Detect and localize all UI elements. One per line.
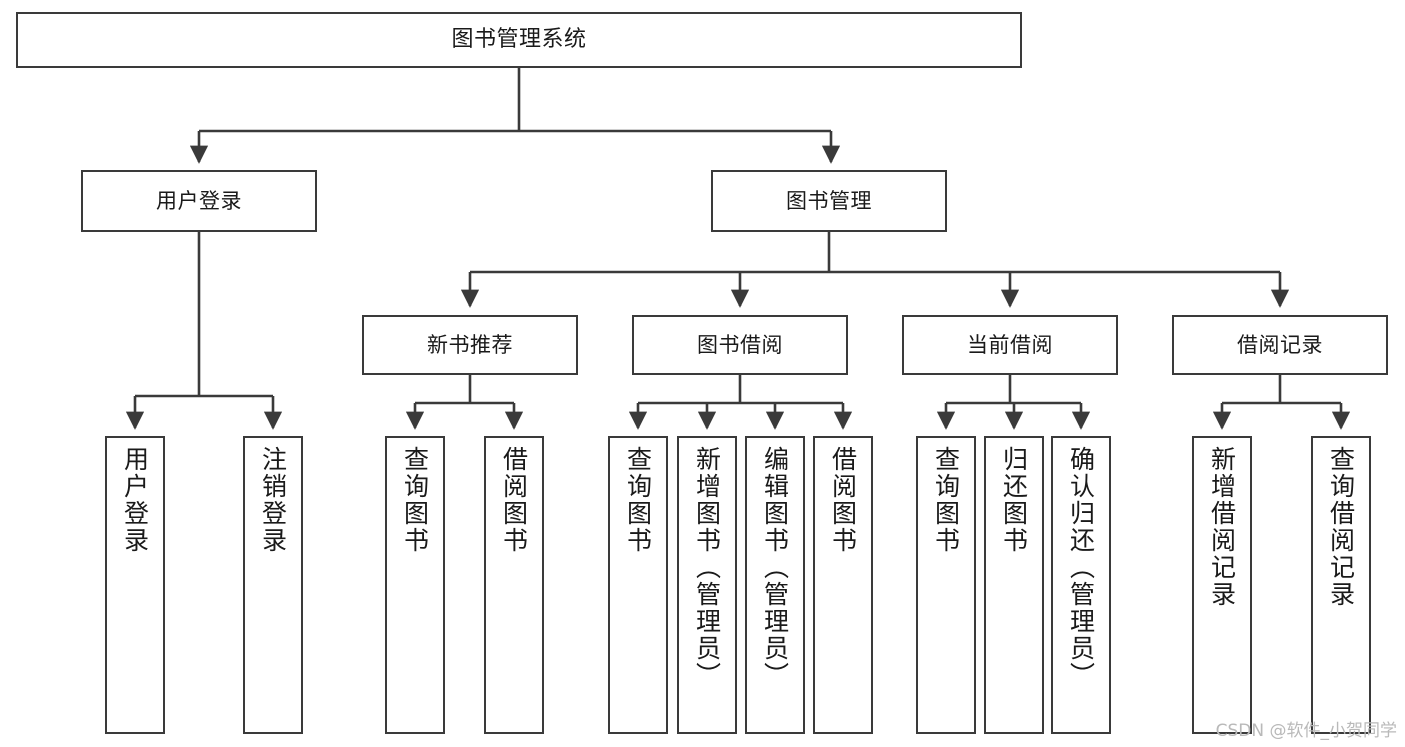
node-label: 编辑图书（管理员）	[760, 446, 790, 689]
node-label: 查询图书	[931, 446, 961, 554]
node-label: 查询图书	[400, 446, 430, 554]
node-label: 确认归还（管理员）	[1066, 446, 1096, 689]
node-label: 新增图书（管理员）	[692, 446, 722, 689]
node-label: 用户登录	[120, 446, 150, 554]
node-label: 查询借阅记录	[1326, 446, 1356, 608]
node-label: 注销登录	[258, 446, 288, 554]
node-label: 图书借阅	[697, 332, 783, 357]
node-label: 新书推荐	[427, 332, 513, 357]
node-label: 查询图书	[623, 446, 653, 554]
node-label: 用户登录	[156, 188, 242, 213]
node-label: 图书管理系统	[451, 27, 587, 53]
leaf-query-book-recommend[interactable]: 查询图书	[385, 436, 445, 734]
leaf-add-borrow-record[interactable]: 新增借阅记录	[1192, 436, 1252, 734]
csdn-watermark: CSDN @软件_小贺同学	[1215, 721, 1397, 741]
node-current-borrow[interactable]: 当前借阅	[902, 315, 1118, 375]
leaf-edit-book-admin[interactable]: 编辑图书（管理员）	[745, 436, 805, 734]
node-book-borrow[interactable]: 图书借阅	[632, 315, 848, 375]
node-label: 新增借阅记录	[1207, 446, 1237, 608]
leaf-query-borrow-record[interactable]: 查询借阅记录	[1311, 436, 1371, 734]
node-label: 借阅图书	[828, 446, 858, 554]
leaf-borrow-book[interactable]: 借阅图书	[813, 436, 873, 734]
leaf-borrow-book-recommend[interactable]: 借阅图书	[484, 436, 544, 734]
node-label: 归还图书	[999, 446, 1029, 554]
node-book-management[interactable]: 图书管理	[711, 170, 947, 232]
leaf-query-book-borrow[interactable]: 查询图书	[608, 436, 668, 734]
node-label: 当前借阅	[967, 332, 1053, 357]
node-user-login[interactable]: 用户登录	[81, 170, 317, 232]
leaf-return-book[interactable]: 归还图书	[984, 436, 1044, 734]
node-borrow-record[interactable]: 借阅记录	[1172, 315, 1388, 375]
node-label: 图书管理	[786, 188, 872, 213]
node-new-book-recommend[interactable]: 新书推荐	[362, 315, 578, 375]
leaf-logout[interactable]: 注销登录	[243, 436, 303, 734]
node-label: 借阅记录	[1237, 332, 1323, 357]
node-root-system[interactable]: 图书管理系统	[16, 12, 1022, 68]
leaf-add-book-admin[interactable]: 新增图书（管理员）	[677, 436, 737, 734]
node-label: 借阅图书	[499, 446, 529, 554]
leaf-query-book-current[interactable]: 查询图书	[916, 436, 976, 734]
leaf-user-login[interactable]: 用户登录	[105, 436, 165, 734]
leaf-confirm-return-admin[interactable]: 确认归还（管理员）	[1051, 436, 1111, 734]
